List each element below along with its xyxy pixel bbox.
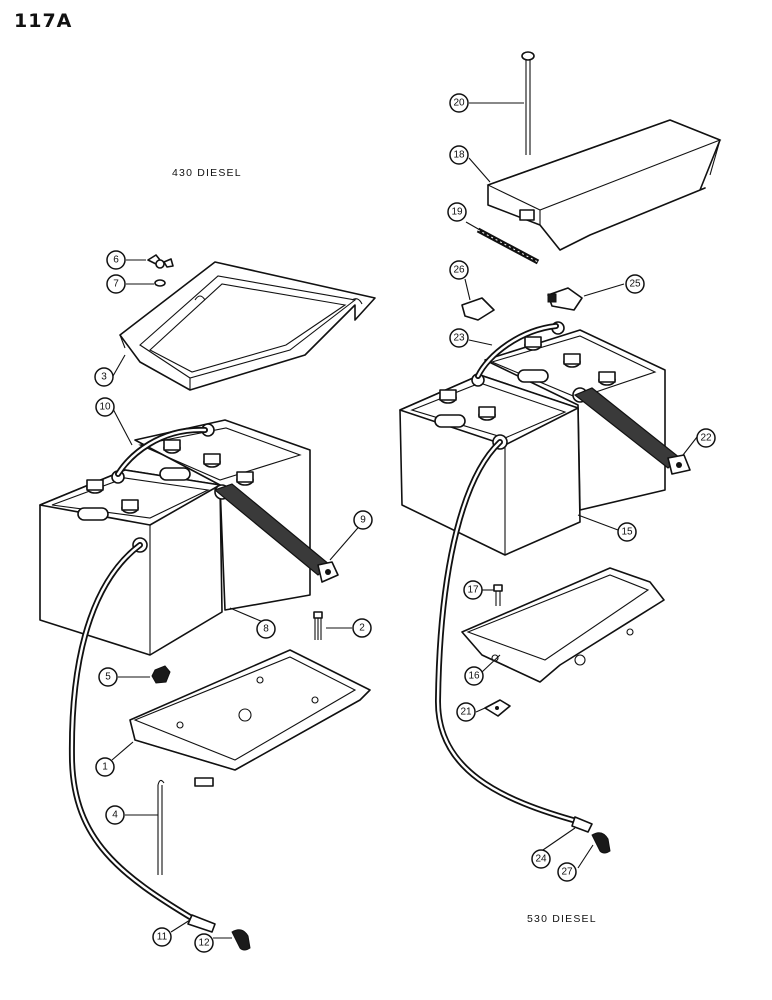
lock-washer — [154, 279, 166, 287]
tray-bolt — [313, 611, 323, 640]
hold-down-clamp — [484, 699, 511, 717]
wing-nut — [147, 254, 174, 269]
svg-text:21: 21 — [460, 707, 472, 718]
svg-text:23: 23 — [453, 333, 465, 344]
callout-26: 26 — [449, 260, 469, 280]
svg-text:11: 11 — [157, 932, 168, 943]
callout-7: 7 — [106, 274, 126, 294]
callout-17: 17 — [463, 580, 483, 600]
callout-19: 19 — [447, 202, 467, 222]
callout-18: 18 — [449, 145, 469, 165]
svg-text:3: 3 — [101, 372, 107, 383]
callout-21: 21 — [456, 702, 476, 722]
ground-strap — [213, 483, 339, 583]
hex-nut — [151, 665, 171, 684]
battery-cover — [486, 119, 722, 251]
page-number: 117A — [14, 10, 73, 32]
svg-text:16: 16 — [468, 671, 480, 682]
terminal-boot-530 — [591, 832, 611, 854]
callout-27: 27 — [557, 862, 577, 882]
svg-text:15: 15 — [621, 527, 633, 538]
svg-text:1: 1 — [102, 762, 108, 773]
hold-down-frame — [119, 261, 376, 391]
callout-20: 20 — [449, 93, 469, 113]
svg-text:12: 12 — [198, 938, 210, 949]
svg-text:25: 25 — [629, 279, 641, 290]
battery-pair-530 — [399, 321, 666, 556]
callout-23: 23 — [449, 328, 469, 348]
terminal-boot — [231, 929, 251, 951]
svg-text:10: 10 — [99, 402, 111, 413]
caption-530-diesel: 530 DIESEL — [527, 913, 597, 925]
callout-5: 5 — [98, 667, 118, 687]
svg-text:7: 7 — [113, 279, 119, 290]
callout-24: 24 — [531, 849, 551, 869]
callout-4: 4 — [105, 805, 125, 825]
svg-text:2: 2 — [359, 623, 365, 634]
callout-12: 12 — [194, 933, 214, 953]
callout-11: 11 — [152, 927, 172, 947]
svg-text:20: 20 — [453, 98, 465, 109]
cable-terminal-530 — [571, 816, 593, 833]
svg-text:17: 17 — [467, 585, 479, 596]
svg-text:22: 22 — [700, 433, 712, 444]
battery-pair-430 — [39, 419, 311, 656]
cover-bolt — [521, 51, 535, 155]
battery-tray — [129, 649, 371, 787]
cable-terminal — [187, 914, 216, 933]
terminal-cover-positive — [547, 287, 583, 311]
svg-text:26: 26 — [453, 265, 465, 276]
svg-text:9: 9 — [360, 515, 366, 526]
callout-9: 9 — [353, 510, 373, 530]
leader-lines — [111, 102, 698, 939]
hold-down-j-bolt — [157, 779, 165, 875]
callout-10: 10 — [95, 397, 115, 417]
callout-15: 15 — [617, 522, 637, 542]
ground-strap-530 — [573, 387, 691, 475]
callout-6: 6 — [106, 250, 126, 270]
callout-25: 25 — [625, 274, 645, 294]
svg-text:24: 24 — [535, 854, 547, 865]
callout-16: 16 — [464, 666, 484, 686]
callout-2: 2 — [352, 618, 372, 638]
svg-text:27: 27 — [561, 867, 573, 878]
svg-text:19: 19 — [451, 207, 463, 218]
callout-8: 8 — [256, 619, 276, 639]
tray-bolt-530 — [493, 584, 503, 606]
callout-1: 1 — [95, 757, 115, 777]
svg-text:4: 4 — [112, 810, 118, 821]
svg-text:18: 18 — [453, 150, 465, 161]
svg-text:5: 5 — [105, 672, 111, 683]
cover-spring — [476, 227, 540, 265]
callout-3: 3 — [94, 367, 114, 387]
terminal-cover-negative — [461, 297, 495, 321]
svg-text:8: 8 — [263, 624, 269, 635]
battery-tray-530 — [461, 567, 665, 683]
callout-22: 22 — [696, 428, 716, 448]
svg-text:6: 6 — [113, 255, 119, 266]
caption-430-diesel: 430 DIESEL — [172, 167, 242, 179]
